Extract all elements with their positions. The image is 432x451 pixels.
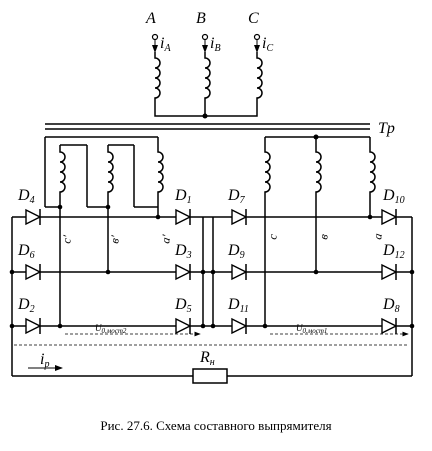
node-label-left-b: в' xyxy=(107,234,122,245)
voltage-left-label: U0.мост2 xyxy=(95,323,127,335)
d8-label: D8 xyxy=(382,296,400,315)
d7-label: D7 xyxy=(227,187,246,206)
voltage-right-label: U0.мост1 xyxy=(296,323,327,335)
diodes xyxy=(25,208,398,335)
figure-caption: Рис. 27.6. Схема составного выпрямителя xyxy=(100,418,331,433)
d10-label: D10 xyxy=(382,187,405,206)
d11-label: D11 xyxy=(227,296,249,315)
load-circuit: iр Rн xyxy=(11,326,413,384)
voltage-indicators: U0.мост2 U0.мост1 xyxy=(65,323,409,337)
d2-label: D2 xyxy=(17,296,35,315)
secondary-delta xyxy=(44,136,164,217)
bridge-rails xyxy=(9,204,415,329)
terminal-c xyxy=(253,33,261,41)
load-resistor-label: Rн xyxy=(199,349,215,368)
phase-a-label: A xyxy=(145,10,156,27)
node-label-right-c: c xyxy=(265,232,280,240)
diode-d6 xyxy=(25,263,42,281)
current-b-label: iB xyxy=(210,35,221,54)
transformer-label: Tp xyxy=(378,120,395,137)
load-resistor xyxy=(192,368,228,384)
d5-label: D5 xyxy=(174,296,192,315)
d3-label: D3 xyxy=(174,242,192,261)
node-label-left-a: a' xyxy=(158,233,173,244)
primary-winding: A B C iA iB iC xyxy=(145,10,273,119)
diode-d7 xyxy=(231,208,248,226)
node-label-right-a: a xyxy=(370,232,385,240)
node-label-right-b: в xyxy=(316,233,331,241)
diode-d11 xyxy=(231,317,248,335)
diode-labels: D4 D6 D2 D1 D3 D5 D7 D9 D11 D10 D12 D8 xyxy=(17,187,405,315)
phase-c-label: C xyxy=(248,10,259,27)
current-c-label: iC xyxy=(262,35,273,54)
d12-label: D12 xyxy=(382,242,405,261)
secondary-star xyxy=(264,134,376,326)
terminal-b xyxy=(201,33,209,41)
d6-label: D6 xyxy=(17,242,35,261)
load-current-label: iр xyxy=(40,351,49,370)
diode-d2 xyxy=(25,317,42,335)
diode-d3 xyxy=(175,263,192,281)
diode-d4 xyxy=(25,208,42,226)
node-label-left-c: c' xyxy=(59,234,74,245)
d9-label: D9 xyxy=(227,242,245,261)
phase-b-label: B xyxy=(196,10,206,27)
node-labels: c' в' a' c в a xyxy=(59,232,385,244)
diode-d10 xyxy=(381,208,398,226)
current-a-label: iA xyxy=(160,35,171,54)
diode-d1 xyxy=(175,208,192,226)
diode-d9 xyxy=(231,263,248,281)
diode-d8 xyxy=(381,317,398,335)
diode-d5 xyxy=(175,317,192,335)
d1-label: D1 xyxy=(174,187,192,206)
terminal-a xyxy=(151,33,159,41)
diode-d12 xyxy=(381,263,398,281)
d4-label: D4 xyxy=(17,187,35,206)
